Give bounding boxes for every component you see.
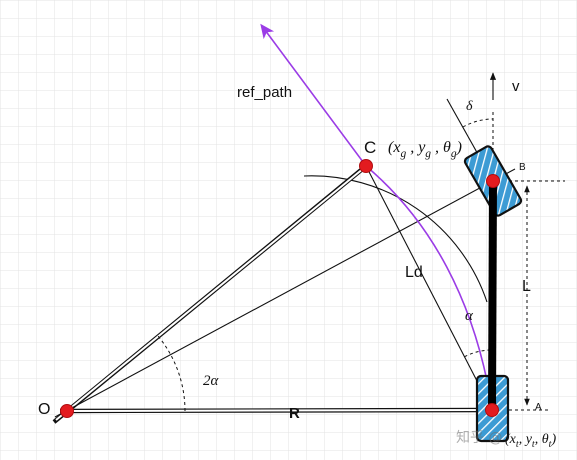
reference-path xyxy=(260,23,493,409)
steer-angle-label: δ xyxy=(466,99,473,114)
point-o-label: O xyxy=(38,401,50,418)
vehicle-pose-label: (xt, yt, θt) xyxy=(505,432,556,450)
pose-text: , θ xyxy=(535,432,549,447)
pose-subscript: g xyxy=(425,148,431,160)
pose-text: , y xyxy=(519,432,533,447)
pose-subscript: t xyxy=(516,439,519,450)
point-o xyxy=(60,404,74,418)
pose-text: (x xyxy=(505,432,517,447)
pose-subscript: g xyxy=(451,148,457,160)
two-alpha-arc xyxy=(157,335,186,412)
pose-text: (x xyxy=(388,139,400,156)
radius-label: R xyxy=(289,405,300,422)
pose-subscript: t xyxy=(532,439,535,450)
pose-subscript: t xyxy=(549,439,552,450)
pose-text: , θ xyxy=(431,139,451,156)
alpha-label: α xyxy=(465,308,474,324)
radius-line-oa xyxy=(59,407,493,414)
watermark: 知乎 @ xyxy=(456,429,502,446)
line-ob xyxy=(54,168,516,418)
radius-line-oc xyxy=(52,164,368,424)
vehicle-body xyxy=(488,180,497,411)
ref-path-label: ref_path xyxy=(237,84,292,101)
point-a xyxy=(485,403,499,417)
steer-angle-arc xyxy=(462,118,494,128)
pose-text: ) xyxy=(456,139,462,156)
point-c xyxy=(359,159,373,173)
velocity-label: v xyxy=(512,78,520,95)
alpha-arc xyxy=(464,349,493,358)
point-b xyxy=(486,174,500,188)
goal-pose-label: (xg , yg , θg) xyxy=(388,139,462,160)
pose-subscript: g xyxy=(400,148,406,160)
pose-text: , y xyxy=(406,139,426,156)
lookahead-label: Ld xyxy=(405,264,423,281)
pose-text: ) xyxy=(550,432,556,447)
wheelbase-label: L xyxy=(522,278,531,295)
point-a-label: A xyxy=(535,402,542,413)
point-c-label: C xyxy=(364,138,376,157)
lookahead-arc xyxy=(303,175,488,303)
point-b-label: B xyxy=(519,162,526,173)
lookahead-line-ca xyxy=(365,165,493,411)
two-alpha-label: 2α xyxy=(203,373,220,389)
